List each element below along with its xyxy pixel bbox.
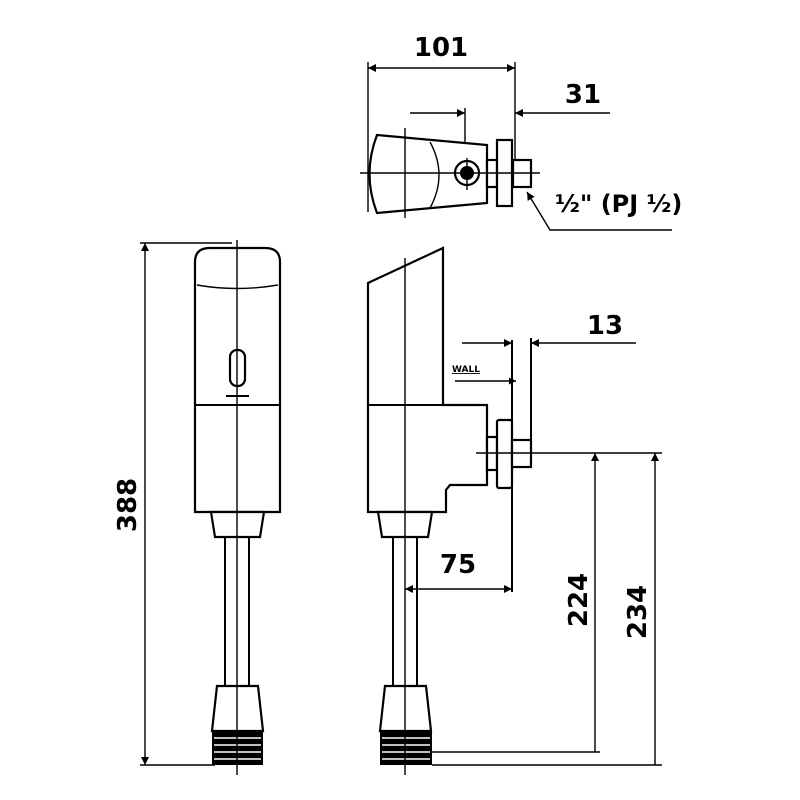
side-view: 13 WALL 75 224 234 bbox=[366, 246, 662, 775]
dimension-388-label: 388 bbox=[113, 478, 143, 532]
dimension-31-label: 31 bbox=[565, 80, 601, 110]
dimension-75-label: 75 bbox=[440, 550, 476, 580]
dimension-101-label: 101 bbox=[414, 33, 468, 63]
side-body bbox=[366, 246, 489, 514]
dimension-234-label: 234 bbox=[623, 585, 653, 639]
thread-side bbox=[380, 731, 432, 765]
dimension-13-label: 13 bbox=[587, 311, 623, 341]
thread-size-label: ½" (PJ ½) bbox=[555, 190, 682, 218]
top-view: 101 31 ½" (PJ ½) bbox=[360, 33, 682, 231]
top-body-outline bbox=[368, 133, 489, 215]
wall-label: WALL bbox=[452, 365, 480, 375]
front-view: 388 bbox=[113, 240, 282, 775]
dimension-224-label: 224 bbox=[564, 573, 594, 627]
